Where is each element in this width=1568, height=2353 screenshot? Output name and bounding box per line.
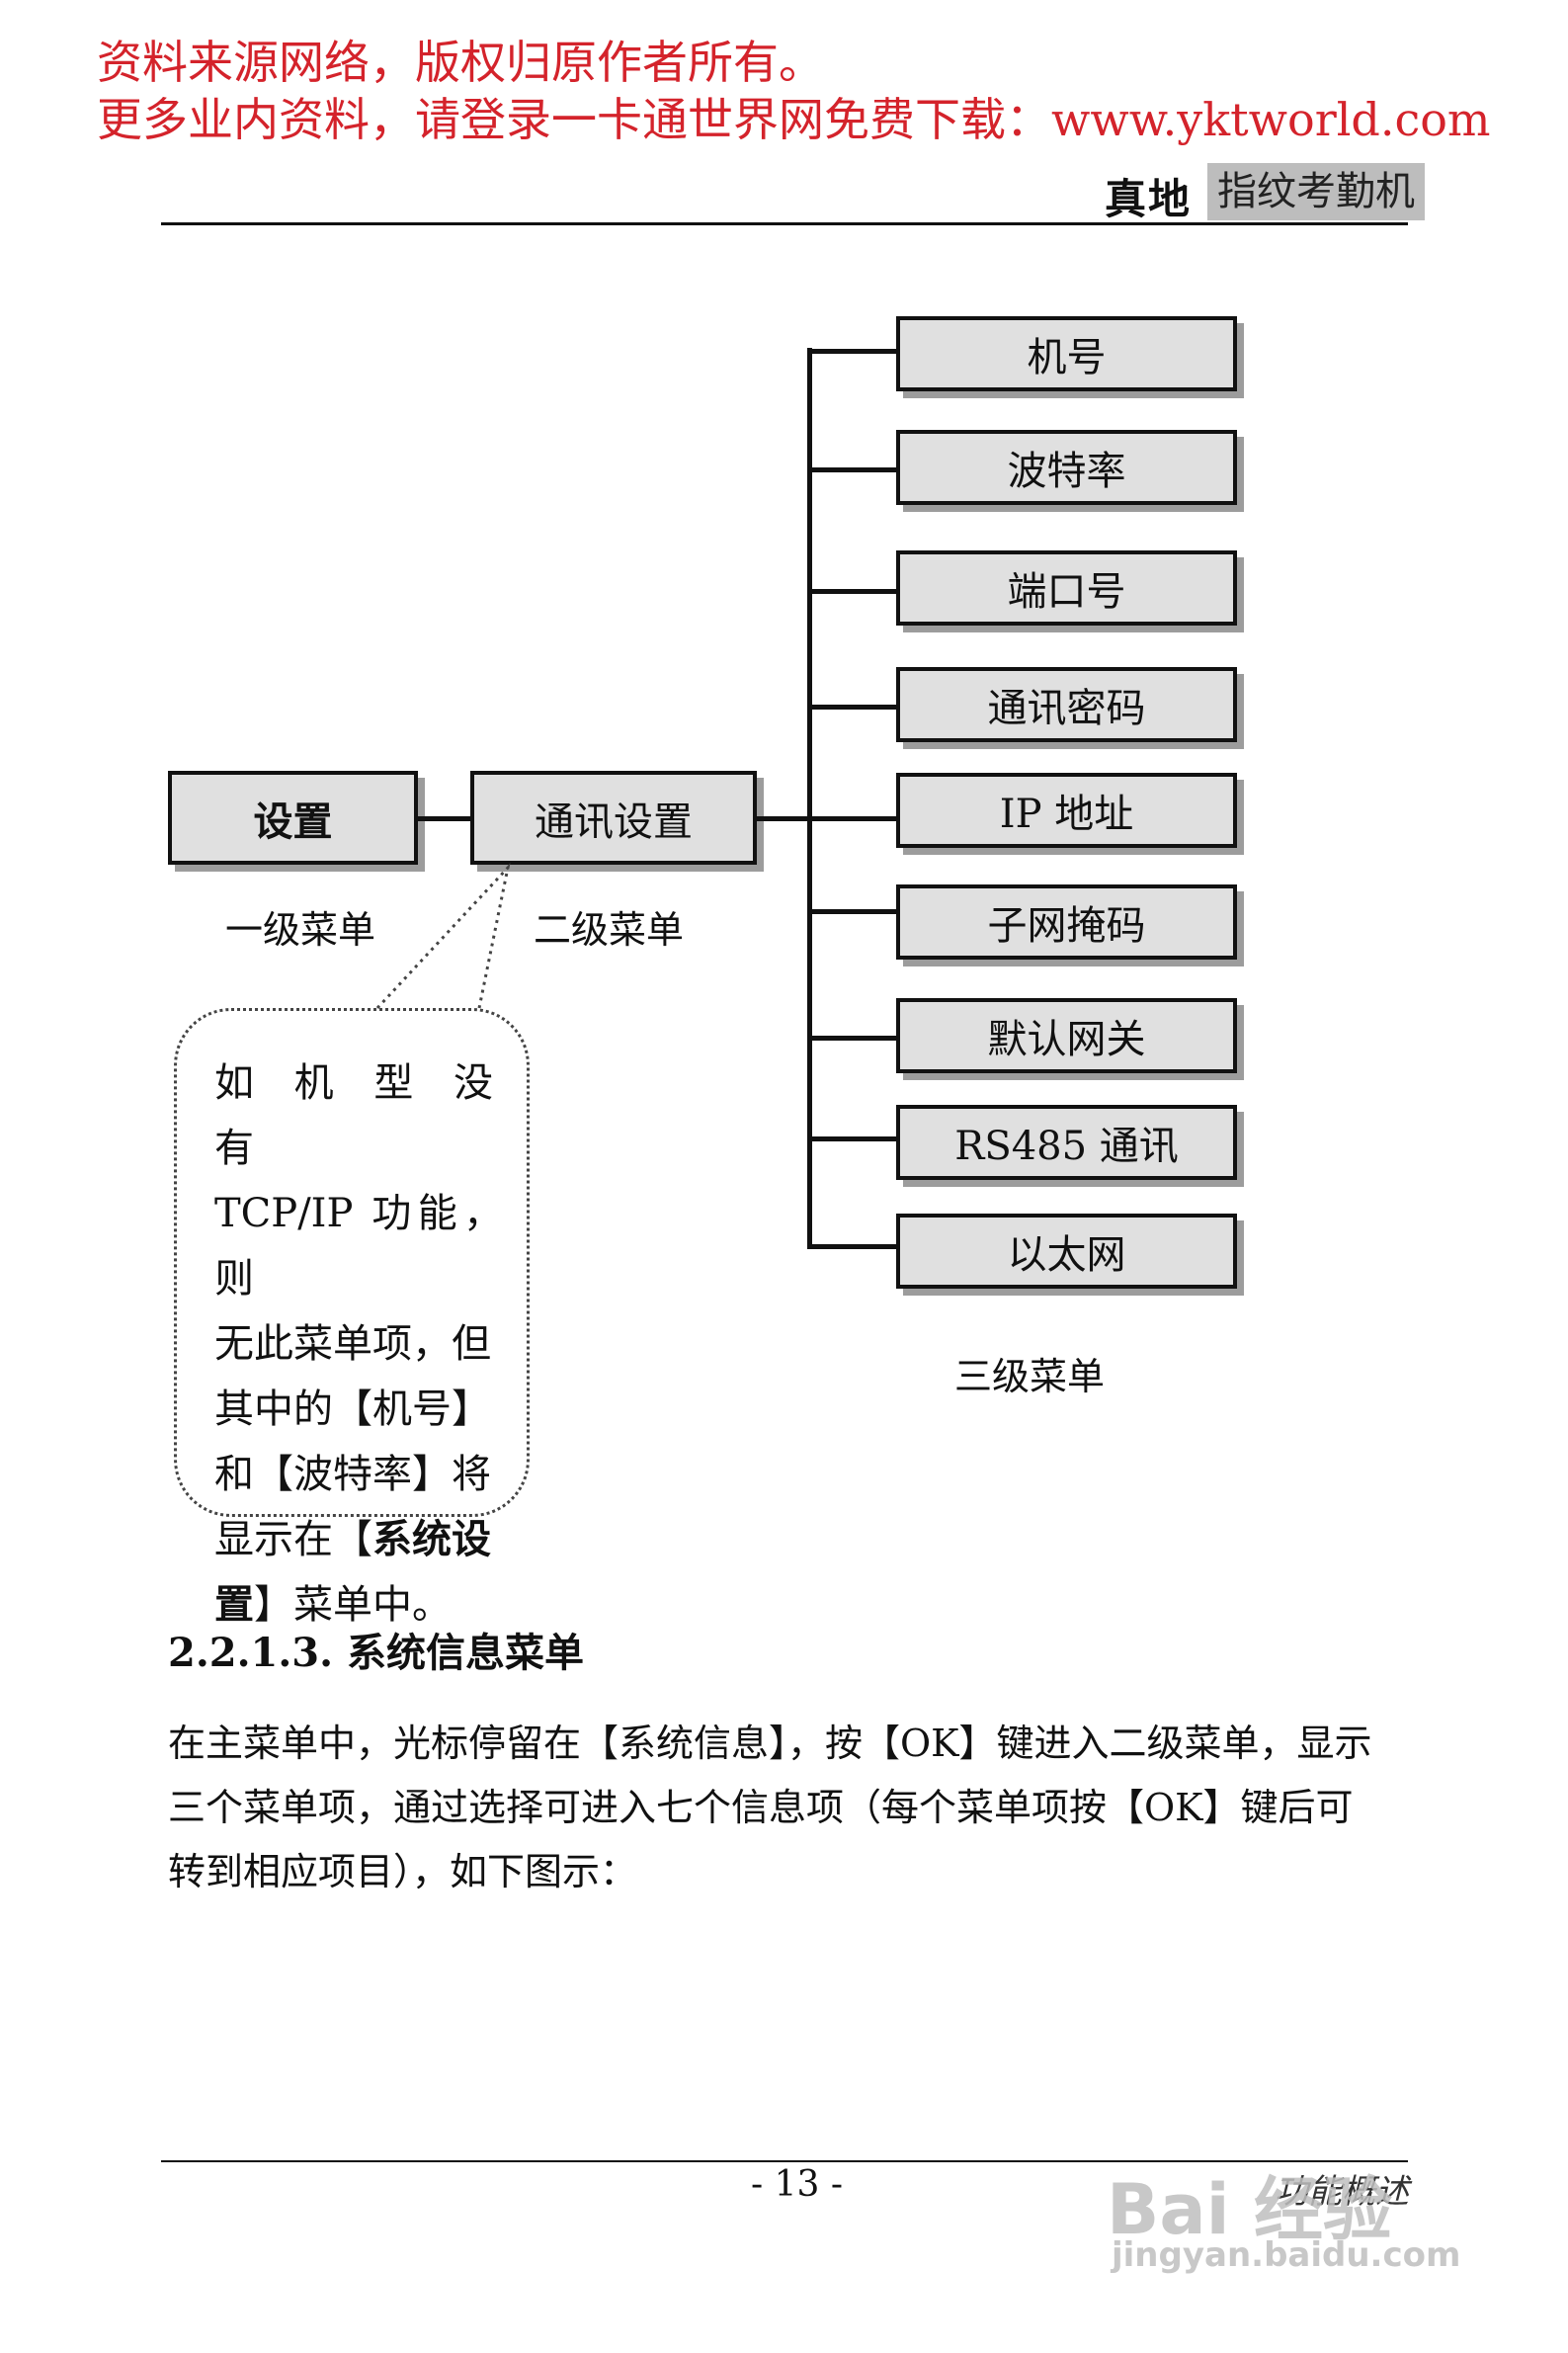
page-number: - 13 -: [751, 2164, 844, 2205]
branch-line: [807, 909, 898, 914]
branch-line: [807, 1036, 898, 1041]
branch-line: [807, 1136, 898, 1141]
download-notice: 更多业内资料，请登录一卡通世界网免费下载：www.yktworld.com: [97, 93, 1491, 146]
section-body: 在主菜单中，光标停留在【系统信息】，按【OK】键进入二级菜单，显示 三个菜单项，…: [168, 1722, 1372, 1893]
brand-logo: 真地: [1105, 175, 1193, 223]
level2-caption: 二级菜单: [534, 908, 685, 952]
level3-item-rs485: RS485 通讯: [896, 1105, 1237, 1180]
branch-line: [807, 589, 898, 594]
branch-line: [807, 349, 898, 354]
level3-caption: 三级菜单: [954, 1355, 1106, 1398]
section-heading: 2.2.1.3. 系统信息菜单: [168, 1630, 584, 1676]
footer-rule: [161, 2160, 1408, 2162]
callout-pointer: [375, 863, 511, 1010]
product-label: 指纹考勤机: [1207, 163, 1425, 220]
level3-item-ip-address: IP 地址: [896, 773, 1237, 848]
connector-l1-l2: [418, 816, 471, 821]
trunk-line: [807, 348, 812, 1248]
branch-line: [807, 705, 898, 710]
level3-item-baud-rate: 波特率: [896, 430, 1237, 505]
watermark-url: jingyan.baidu.com: [1112, 2235, 1461, 2275]
level3-item-subnet-mask: 子网掩码: [896, 884, 1237, 960]
level1-caption: 一级菜单: [225, 908, 376, 952]
level2-box-comm-settings: 通讯设置: [470, 771, 757, 865]
level1-box-settings: 设置: [168, 771, 418, 865]
level3-item-port-no: 端口号: [896, 550, 1237, 626]
connector-l2-trunk: [757, 816, 811, 821]
level3-item-ethernet: 以太网: [896, 1214, 1237, 1289]
level3-item-machine-no: 机号: [896, 316, 1237, 391]
callout-note: 如 机 型 没 有 TCP/IP 功能，则 无此菜单项，但 其中的【机号】 和【…: [174, 1008, 530, 1628]
source-notice: 资料来源网络，版权归原作者所有。: [97, 36, 824, 89]
level3-item-default-gateway: 默认网关: [896, 998, 1237, 1073]
level3-item-comm-password: 通讯密码: [896, 667, 1237, 742]
watermark-logo: Bai 经验: [1107, 2169, 1392, 2250]
branch-line: [807, 467, 898, 472]
footer-section-name: 功能概述: [1275, 2172, 1409, 2212]
branch-line: [807, 816, 898, 821]
header-rule: [161, 222, 1408, 225]
branch-line: [807, 1244, 898, 1249]
